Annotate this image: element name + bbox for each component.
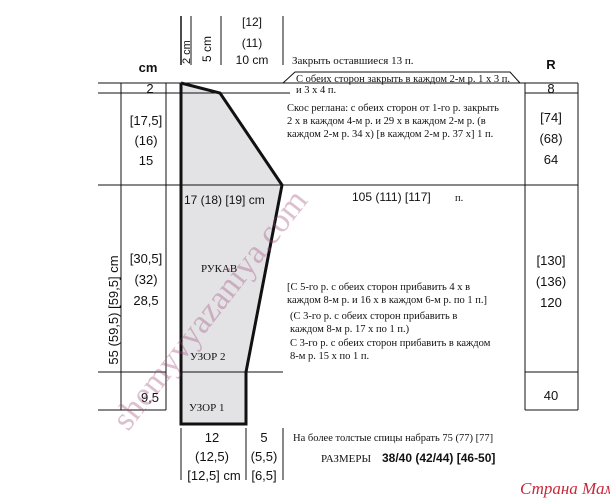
column-header-r: R <box>546 57 556 72</box>
right-dim-row3-1: [130] <box>537 253 566 268</box>
left-dim-total: 55 (59,5) [59,5] cm <box>106 255 121 364</box>
pattern1-label: УЗОР 1 <box>189 402 224 414</box>
left-dim-row3-3: 28,5 <box>133 293 158 308</box>
stitch-unit: п. <box>455 193 463 204</box>
right-dim-row2-2: (68) <box>539 131 562 146</box>
note-raglan-line2: 2 х в каждом 4-м р. и 29 х в каждом 2-м … <box>287 116 486 127</box>
left-dim-row3-1: [30,5] <box>130 251 163 266</box>
stitch-count: 105 (111) [117] <box>352 190 431 204</box>
decrease-bracket <box>282 71 521 84</box>
note-close-line1: С обеих сторон закрыть в каждом 2-м р. 1… <box>296 74 510 85</box>
note-increase-line1: [С 5-го р. с обеих сторон прибавить 4 х … <box>287 282 470 293</box>
sizes-values: 38/40 (42/44) [46-50] <box>382 451 495 465</box>
left-dim-row3-2: (32) <box>134 272 157 287</box>
top-dim-2cm: 2 cm <box>181 40 193 64</box>
top-dim-12: [12] <box>242 15 262 29</box>
note-increase-line5: С 3-го р. с обеих сторон прибавить в каж… <box>290 338 491 349</box>
note-increase-line4: каждом 8-м р. 17 х по 1 п.) <box>290 324 410 335</box>
sleeve-label: РУКАВ <box>201 263 237 275</box>
left-dim-row1: 2 <box>146 81 153 96</box>
note-close-line2: и 3 х 4 п. <box>296 85 336 96</box>
top-dim-10cm: 10 cm <box>236 53 269 67</box>
sleeve-width: 17 (18) [19] cm <box>184 193 265 207</box>
right-dim-row2-1: [74] <box>540 110 562 125</box>
note-increase-line2: каждом 8-м р. и 16 х в каждом 6-м р. по … <box>287 295 487 306</box>
bottom-dim-b-1: 5 <box>260 430 267 445</box>
right-dim-row4: 40 <box>544 388 558 403</box>
site-logo: Страна Мам <box>520 479 610 498</box>
bottom-dim-a-2: (12,5) <box>195 449 229 464</box>
right-dim-row3-2: (136) <box>536 274 566 289</box>
right-dim-row1: 8 <box>547 81 554 96</box>
bottom-dim-b-2: (5,5) <box>251 449 278 464</box>
left-dim-row4: 9,5 <box>141 390 159 405</box>
note-cast-on: На более толстые спицы набрать 75 (77) [… <box>293 433 493 444</box>
top-dim-11: (11) <box>242 36 262 50</box>
sleeve-outline <box>179 81 284 426</box>
sleeve-shape <box>181 83 282 424</box>
right-dim-row3-3: 120 <box>540 295 562 310</box>
column-header-cm: cm <box>139 60 158 75</box>
note-increase-line3: (С 3-го р. с обеих сторон прибавить в <box>290 311 457 322</box>
bottom-dim-a-1: 12 <box>205 430 219 445</box>
left-dim-row2-3: 15 <box>139 153 153 168</box>
pattern2-label: УЗОР 2 <box>190 351 225 363</box>
top-dim-5cm: 5 cm <box>200 36 214 62</box>
note-increase-line6: 8-м р. 15 х по 1 п. <box>290 351 369 362</box>
note-raglan-line1: Скос реглана: с обеих сторон от 1-го р. … <box>287 103 499 114</box>
sizes-label: РАЗМЕРЫ <box>321 453 372 465</box>
right-dim-row2-3: 64 <box>544 152 558 167</box>
bottom-dim-a-3: [12,5] cm <box>187 468 240 483</box>
left-dim-row2-1: [17,5] <box>130 113 163 128</box>
left-dim-row2-2: (16) <box>134 133 157 148</box>
note-raglan-line3: каждом 2-м р. 34 х) [в каждом 2-м р. 37 … <box>287 129 493 140</box>
note-close-remaining: Закрыть оставшиеся 13 п. <box>292 55 414 67</box>
bottom-dim-b-3: [6,5] <box>251 468 276 483</box>
